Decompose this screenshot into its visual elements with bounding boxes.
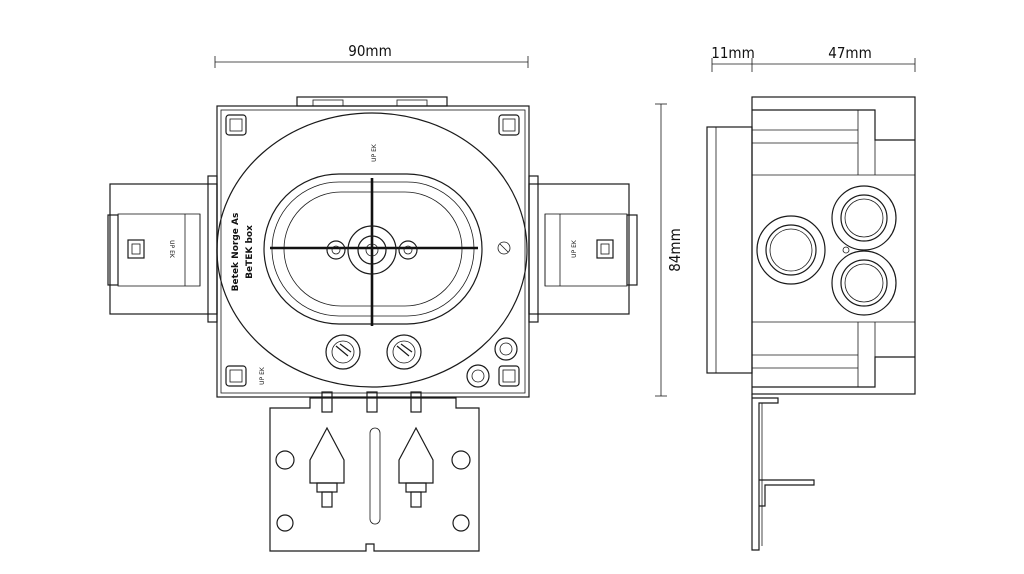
corner-screw (498, 365, 520, 387)
dimension-depth-box: 47mm (752, 44, 916, 72)
date-wheel (325, 334, 361, 370)
corner-screw (225, 365, 247, 387)
corner-screw (225, 114, 247, 136)
dimension-height: 84mm (655, 103, 684, 397)
arrow-tab-right (398, 426, 434, 508)
arrow-tab-left (309, 426, 345, 508)
svg-text:UP EK: UP EK (259, 366, 266, 385)
cable-entry (831, 185, 897, 251)
dimension-depth-flange: 11mm (711, 44, 755, 72)
corner-screw (498, 114, 520, 136)
side-view (706, 96, 916, 551)
front-view: UP EK Betek Norge As BeTEK box UP EK (107, 96, 638, 552)
dimension-width: 90mm (214, 42, 529, 68)
manufacturer-text: Betek Norge As (231, 213, 241, 292)
product-text: BeTEK box (245, 225, 255, 279)
date-wheel (386, 334, 422, 370)
cable-entry (756, 215, 826, 285)
dim-flange-label: 11mm (711, 44, 754, 62)
dim-box-label: 47mm (828, 44, 871, 62)
svg-text:UP EK: UP EK (571, 239, 578, 258)
svg-text:UP EK: UP EK (371, 143, 378, 162)
cable-entry (831, 250, 897, 316)
dim-height-label: 84mm (666, 228, 684, 271)
svg-text:UP EK: UP EK (168, 240, 175, 259)
dim-width-label: 90mm (348, 42, 391, 60)
